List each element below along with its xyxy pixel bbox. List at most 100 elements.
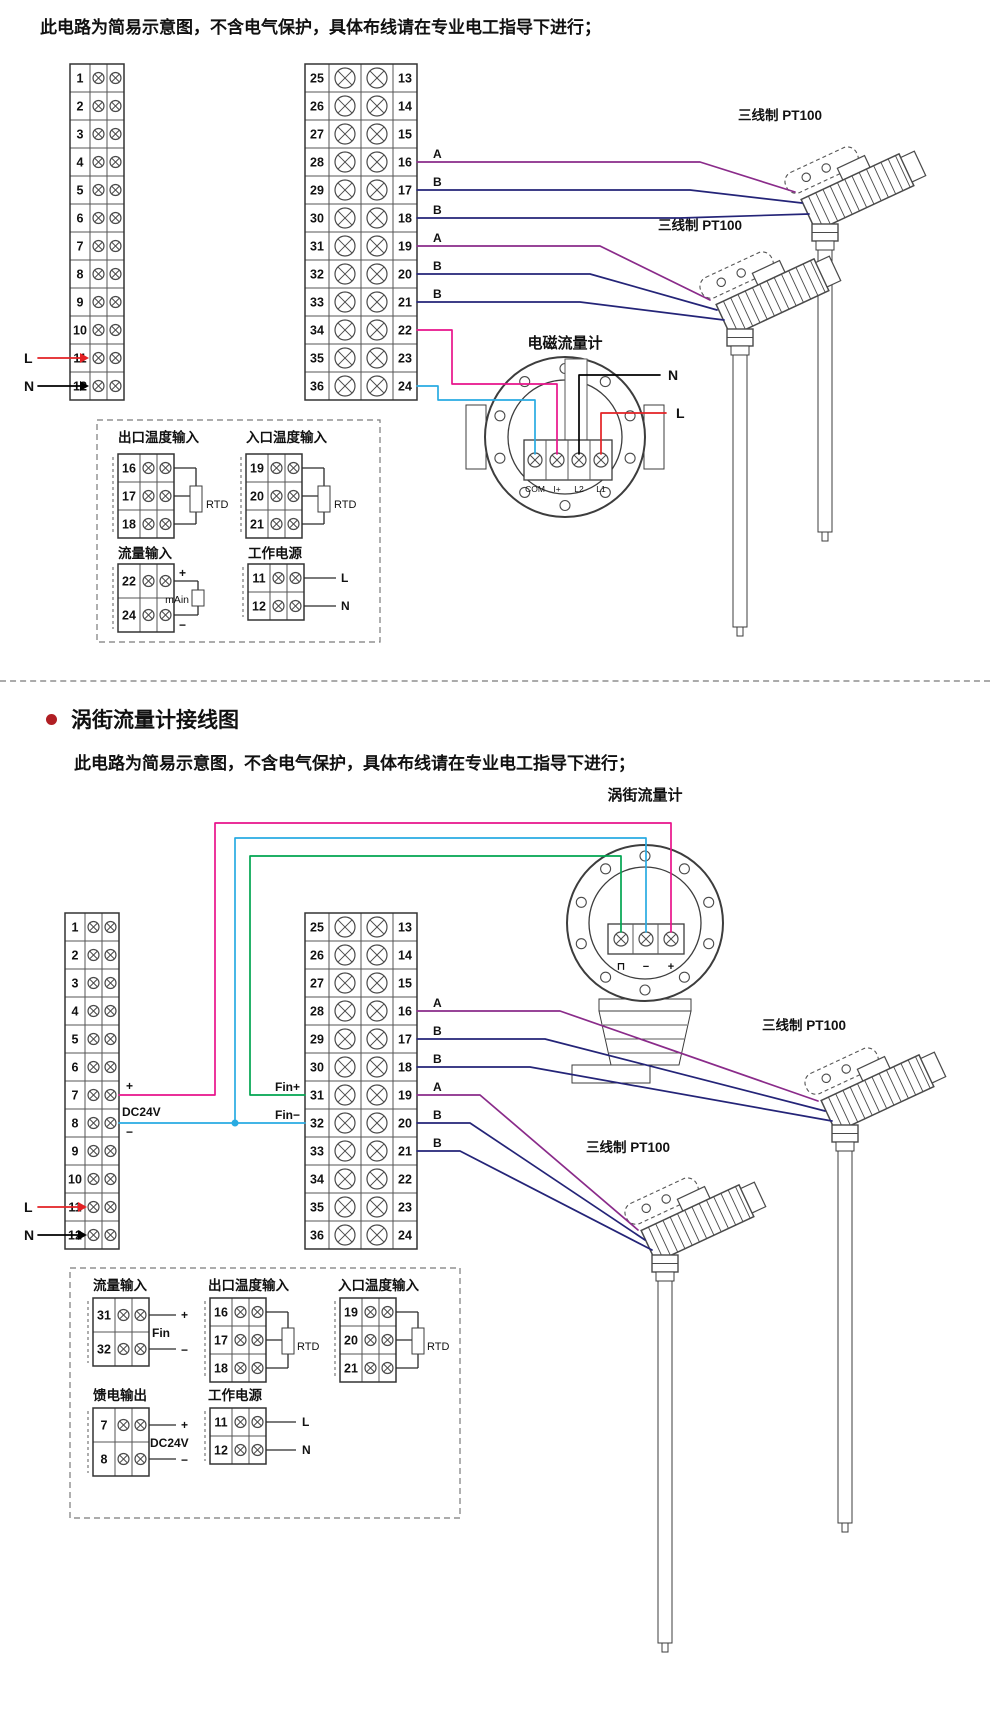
legend-title-flow: 流量输入	[118, 545, 172, 561]
wire-label: B	[433, 203, 442, 217]
terminal-number: 5	[72, 1033, 79, 1047]
wire-dc24v-minus	[118, 837, 647, 1124]
rtd-resistor	[189, 485, 203, 513]
dc24v-label: DC24V	[150, 1436, 189, 1450]
terminal-cell	[304, 996, 330, 1026]
flange-bolt	[519, 376, 531, 388]
terminal-number: 7	[101, 1419, 108, 1433]
terminal-number: 25	[310, 72, 324, 86]
wire-rtd4-a	[416, 1094, 639, 1231]
flowmeter-terminal-screws	[527, 452, 609, 468]
terminal-cell	[392, 1164, 418, 1194]
terminal-cell	[392, 119, 418, 149]
terminal-number: 11	[214, 1416, 227, 1430]
legend-title-feed: 馈电输出	[93, 1387, 147, 1403]
terminal-number: 10	[73, 324, 87, 338]
rtd-label: RTD	[297, 1341, 319, 1353]
terminal-number: 16	[398, 156, 412, 170]
rtd-label: RTD	[427, 1341, 449, 1353]
flowmeter-title: 电磁流量计	[527, 334, 602, 352]
terminal-number: 16	[122, 462, 136, 476]
terminal-cell	[392, 996, 418, 1026]
terminal-number: 17	[398, 184, 412, 198]
minus-label: −	[181, 1453, 188, 1467]
terminal-strip-border	[304, 912, 418, 1250]
fin-minus-label: Fin−	[275, 1108, 300, 1122]
section2-heading: 涡街流量计接线图	[0, 692, 990, 736]
terminal-number: 16	[214, 1306, 228, 1320]
fin-label: Fin	[152, 1326, 170, 1340]
flange-bolt	[703, 938, 715, 950]
terminal-number: 18	[398, 212, 412, 226]
terminal-number: 19	[250, 462, 264, 476]
terminal-cell	[392, 1136, 418, 1166]
dc24v-label: DC24V	[122, 1105, 161, 1119]
wire-label: A	[433, 231, 442, 245]
terminal-number: 4	[72, 1005, 79, 1019]
terminal-number: 35	[310, 352, 324, 366]
pt100-probe	[657, 1280, 673, 1644]
terminal-cell	[304, 1220, 330, 1250]
terminal-number: 20	[344, 1334, 358, 1348]
terminal-number: 20	[398, 1117, 412, 1131]
pt100-label: 三线制 PT100	[586, 1139, 670, 1155]
wire-label: B	[433, 1108, 442, 1122]
terminal-number: 14	[398, 100, 412, 114]
warning-text-1: 此电路为简易示意图，不含电气保护，具体布线请在专业电工指导下进行；	[40, 18, 601, 37]
terminal-number: 34	[310, 324, 324, 338]
probe-collar	[730, 345, 750, 356]
terminal-number: 11	[252, 572, 265, 586]
legend-feed-terminals: 78	[87, 1407, 150, 1477]
wire-label: B	[433, 287, 442, 301]
wire-junction-dot	[231, 1119, 239, 1127]
terminal-number: 8	[77, 268, 84, 282]
terminal-number: 9	[72, 1145, 79, 1159]
dc24v-minus-label: −	[126, 1125, 133, 1139]
flange-bolt	[600, 863, 612, 875]
rtd-label: RTD	[334, 499, 356, 511]
terminal-number: 31	[310, 240, 324, 254]
terminal-number: 19	[398, 1089, 412, 1103]
wire-label: B	[433, 259, 442, 273]
terminal-cell	[304, 91, 330, 121]
pt100-sensor-3: 三线制 PT100	[762, 1017, 949, 1533]
flange-bolt	[639, 984, 651, 996]
terminal-strip-border	[92, 1297, 150, 1367]
probe-tip	[736, 626, 744, 637]
terminal-cell	[392, 1108, 418, 1138]
terminal-strip-border	[117, 563, 175, 633]
probe-collar	[835, 1141, 855, 1152]
rtd-resistor	[281, 1327, 295, 1355]
terminal-strip-border	[247, 563, 305, 621]
section2-title: 涡街流量计接线图	[71, 709, 239, 732]
terminal-number: 20	[398, 268, 412, 282]
arrowhead-n	[78, 1230, 87, 1240]
arrowhead-n	[80, 381, 89, 391]
terminal-number: 33	[310, 296, 324, 310]
wire-rtd1-a	[416, 161, 796, 193]
flowmeter-terminal-label: COM	[525, 484, 545, 494]
wire-flowmeter-l	[600, 412, 667, 455]
power-l-label: L	[302, 1415, 309, 1429]
terminal-number: 1	[72, 921, 79, 935]
terminal-number: 3	[77, 128, 84, 142]
legend-title-power: 工作电源	[248, 545, 302, 561]
legend-title-inlet: 入口温度输入	[246, 429, 327, 445]
flange-bolt	[599, 486, 611, 498]
terminal-number: 15	[398, 128, 412, 142]
wire-rtd2-a	[416, 245, 711, 301]
terminal-strip-border	[304, 63, 418, 401]
flange-bolt	[678, 971, 690, 983]
terminal-number: 15	[398, 977, 412, 991]
terminal-cell	[304, 968, 330, 998]
ma-in-label: mAin	[165, 594, 189, 606]
mains-l-label: L	[24, 1199, 33, 1215]
terminal-number: 2	[72, 949, 79, 963]
terminal-cell	[392, 259, 418, 289]
flange-bolt	[678, 863, 690, 875]
